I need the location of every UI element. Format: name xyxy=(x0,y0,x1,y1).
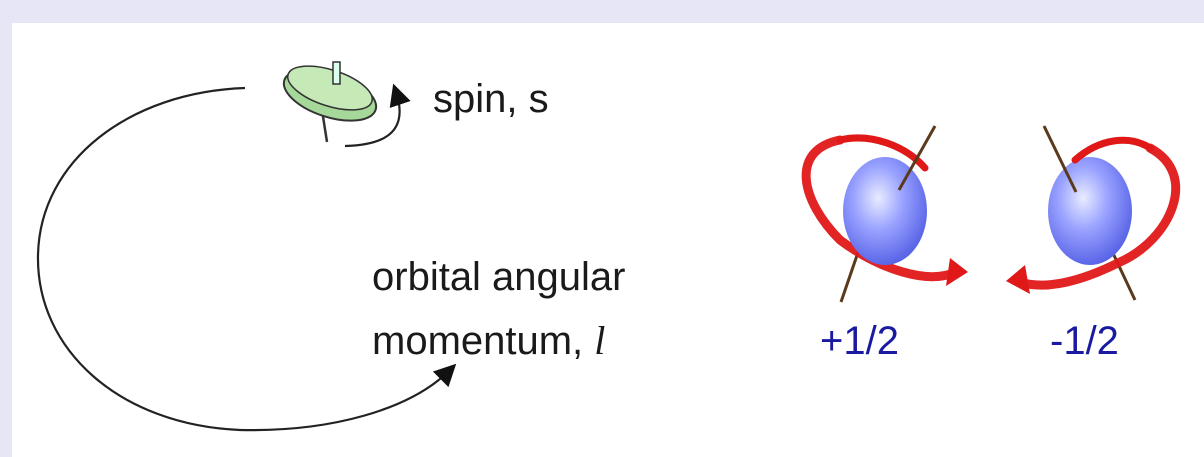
orbital-symbol: l xyxy=(594,318,605,363)
electron-sphere-icon xyxy=(1006,126,1176,300)
orbital-label-line1: orbital angular xyxy=(372,254,626,300)
spin-up-value: +1/2 xyxy=(820,318,899,364)
orbital-label-text: momentum, xyxy=(372,319,594,363)
spin-label: spin, s xyxy=(433,76,549,122)
orbital-label-line2: momentum, l xyxy=(372,318,605,364)
spinning-top-icon xyxy=(278,57,383,142)
electron-sphere-icon xyxy=(806,126,968,302)
spin-down-value: -1/2 xyxy=(1050,318,1119,364)
